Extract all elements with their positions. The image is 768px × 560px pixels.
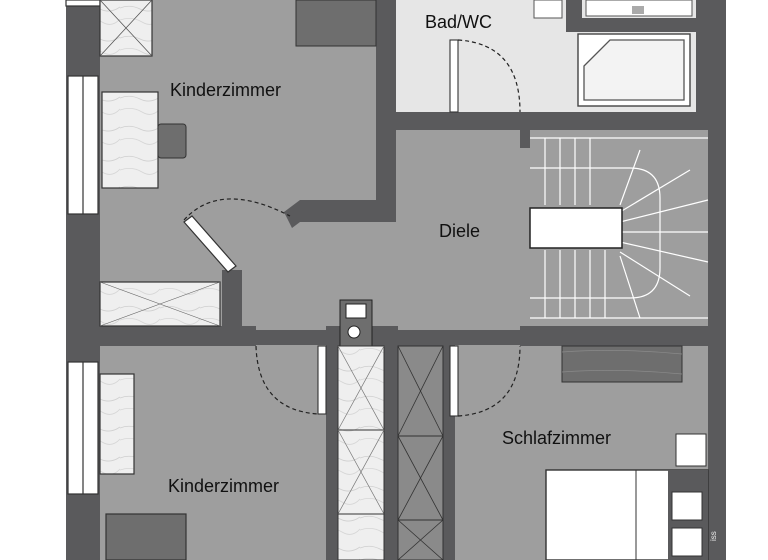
stair-rail: [530, 167, 661, 299]
room-label-kinderzimmer-bottom: Kinderzimmer: [168, 476, 280, 496]
door-kinderzimmer-bottom: [255, 345, 327, 415]
kinderzimmer-bottom-furniture: [99, 373, 187, 560]
wall-central-2: [384, 326, 398, 560]
sink-left: [533, 0, 563, 19]
bath-wall-mid: [566, 18, 708, 32]
wall-door-jamb: [284, 200, 300, 228]
bathtub: [583, 39, 685, 101]
faucet: [632, 6, 644, 14]
credit-text: iss: [709, 531, 718, 541]
chair-top: [157, 123, 187, 159]
window-corner: [65, 0, 101, 7]
door-swing-bath: [457, 39, 521, 113]
door-swing-top: [183, 198, 291, 221]
staircase: [529, 130, 709, 326]
wardrobe-right: [397, 345, 444, 560]
wall-kinder-diele-diag: [300, 200, 396, 222]
door-kinderzimmer-top: [183, 198, 291, 273]
bath-wall-vert: [696, 0, 708, 112]
dark-cabinet-top: [295, 0, 377, 47]
wall-kinder-middle: [66, 326, 256, 346]
nightstand: [675, 433, 707, 467]
wardrobes-central: [337, 299, 444, 560]
door-bath: [449, 39, 521, 113]
door-swing-schlaf: [457, 345, 521, 417]
wall-central: [326, 346, 338, 560]
door-leaf-schlaf: [449, 345, 459, 417]
desk-top: [101, 91, 159, 189]
door-leaf-kinder-bottom: [317, 345, 327, 415]
room-label-schlafzimmer: Schlafzimmer: [502, 428, 612, 448]
room-label-bad-wc: Bad/WC: [425, 12, 493, 32]
wall-bath-bottom-left: [396, 112, 448, 130]
door-swing-kinder-bottom: [255, 345, 319, 415]
wall-schlaf-top: [520, 326, 720, 346]
door-leaf-top: [183, 215, 237, 273]
wall-bath-bottom-right: [520, 112, 720, 130]
wardrobe-left-3: [337, 513, 385, 560]
bed-bottom: [105, 513, 187, 560]
schlafzimmer-furniture: [545, 345, 709, 560]
inner-walls: [66, 0, 726, 560]
door-leaf-bath: [449, 39, 459, 113]
door-schlafzimmer: [449, 345, 521, 417]
kinderzimmer-top-furniture: [99, 0, 377, 327]
wall-stair-right: [708, 0, 726, 560]
desk-bottom: [99, 373, 135, 475]
windows: [65, 0, 101, 495]
wall-diele-left-jamb: [222, 270, 242, 330]
wall-stair-left: [520, 130, 530, 148]
room-label-diele: Diele: [439, 221, 481, 241]
bathroom: [396, 0, 708, 112]
stair-void: [529, 207, 623, 249]
wall-kinder-bath: [376, 0, 396, 205]
room-label-kinderzimmer-top: Kinderzimmer: [170, 80, 282, 100]
